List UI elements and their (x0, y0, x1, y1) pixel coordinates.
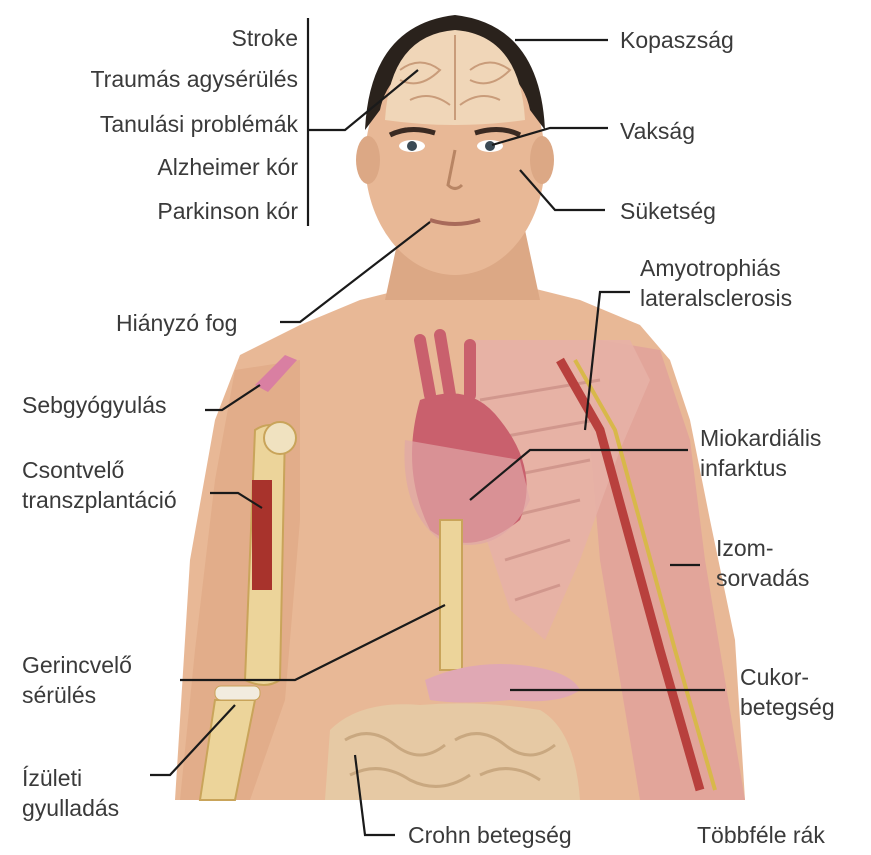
shoulder-joint (264, 422, 296, 454)
label-als-line1: Amyotrophiás (640, 253, 792, 283)
label-baldness: Kopaszság (620, 25, 734, 55)
label-muscle: Izom- sorvadás (716, 533, 809, 593)
label-spinal: Gerincvelő sérülés (22, 650, 132, 710)
label-diabetes: Cukor- betegség (740, 662, 835, 722)
label-arthritis-line1: Ízületi (22, 763, 119, 793)
label-wound-healing: Sebgyógyulás (22, 390, 167, 420)
label-spinal-line1: Gerincvelő (22, 650, 132, 680)
label-myocardial-line1: Miokardiális (700, 423, 821, 453)
label-diabetes-line1: Cukor- (740, 662, 835, 692)
brain-condition-stroke: Stroke (232, 23, 298, 53)
label-arthritis: Ízületi gyulladás (22, 763, 119, 823)
label-bone-marrow-line2: transzplantáció (22, 485, 177, 515)
left-iris (485, 141, 495, 151)
label-arthritis-line2: gyulladás (22, 793, 119, 823)
label-missing-tooth: Hiányzó fog (116, 308, 237, 338)
brain-condition-learning: Tanulási problémák (100, 109, 298, 139)
label-blindness: Vakság (620, 116, 695, 146)
brain-condition-parkinson: Parkinson kór (157, 196, 298, 226)
right-iris (407, 141, 417, 151)
label-muscle-line2: sorvadás (716, 563, 809, 593)
label-bone-marrow-line1: Csontvelő (22, 455, 177, 485)
label-spinal-line2: sérülés (22, 680, 132, 710)
left-ear (530, 136, 554, 184)
label-diabetes-line2: betegség (740, 692, 835, 722)
label-deafness: Süketség (620, 196, 716, 226)
label-als-line2: lateralsclerosis (640, 283, 792, 313)
brain-condition-alzheimer: Alzheimer kór (157, 152, 298, 182)
label-cancers: Többféle rák (697, 820, 825, 850)
brain-condition-tbi: Traumás agysérülés (90, 64, 298, 94)
label-crohn: Crohn betegség (408, 820, 572, 850)
elbow-joint (215, 686, 260, 700)
label-muscle-line1: Izom- (716, 533, 809, 563)
label-myocardial-line2: infarktus (700, 453, 821, 483)
spinal-cord (440, 520, 462, 670)
label-als: Amyotrophiás lateralsclerosis (640, 253, 792, 313)
label-bone-marrow: Csontvelő transzplantáció (22, 455, 177, 515)
right-ear (356, 136, 380, 184)
bone-marrow (252, 480, 272, 590)
label-myocardial: Miokardiális infarktus (700, 423, 821, 483)
